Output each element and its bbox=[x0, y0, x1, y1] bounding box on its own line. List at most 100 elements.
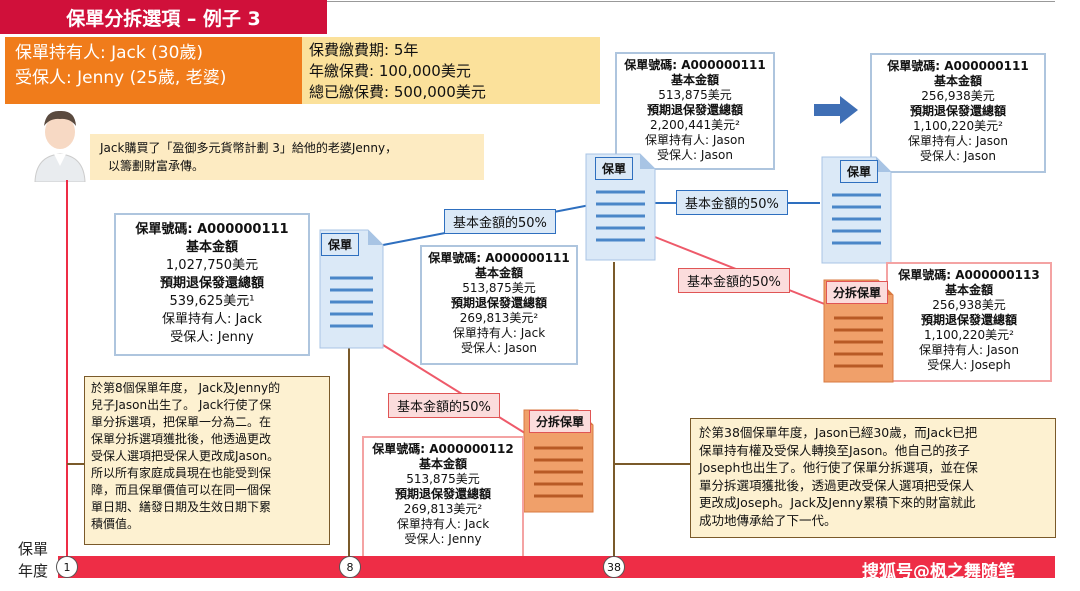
policy-holder: 保單持有人: Jason bbox=[919, 343, 1019, 357]
policy-card-111-before38: 保單號碼: A000000111 基本金額 513,875美元 預期退保發還總額… bbox=[615, 52, 775, 170]
insured-person: 受保人: Jason bbox=[657, 148, 733, 162]
surrender-value: 2,200,441美元² bbox=[650, 118, 740, 132]
sum-assured-value: 256,938美元 bbox=[932, 298, 1006, 312]
split-policy-doc-label: 分拆保單 bbox=[529, 410, 592, 433]
note-line: 保單分拆選項獲批後，他透過更改 bbox=[91, 432, 272, 446]
sum-assured-label: 基本金額 bbox=[944, 283, 993, 297]
surrender-label: 預期退保發還總額 bbox=[450, 296, 547, 310]
note-line: 單日期、繕發日期及生效日期下累 bbox=[91, 500, 272, 514]
note-line: 更改成Joseph。Jack及Jenny累積下來的財富就此 bbox=[699, 495, 976, 510]
insured-person: 受保人: Jason bbox=[920, 149, 996, 163]
policy-holder: 保單持有人: Jack bbox=[162, 312, 262, 327]
surrender-value: 1,100,220美元² bbox=[924, 328, 1014, 342]
policy-holder: 保單持有人: Jack bbox=[452, 326, 546, 340]
policy-number: 保單號碼: A000000111 bbox=[135, 222, 289, 237]
note-line: 成功地傳承給了下一代。 bbox=[699, 512, 837, 528]
policy-doc-label: 保單 bbox=[321, 233, 360, 256]
note-line: 積價值。 bbox=[91, 517, 140, 531]
surrender-label: 預期退保發還總額 bbox=[646, 103, 743, 117]
policy-holder: 保單持有人: Jason bbox=[908, 134, 1008, 148]
insured-line: 受保人: Jenny (25歲, 老婆) bbox=[15, 68, 227, 88]
premium-info-box: 保費繳費期: 5年 年繳保費: 100,000美元 總已繳保費: 500,000… bbox=[302, 37, 600, 104]
policy-card-112: 保單號碼: A000000112 基本金額 513,875美元 預期退保發還總額… bbox=[362, 436, 524, 558]
surrender-value: 539,625美元¹ bbox=[169, 294, 255, 309]
policy-doc-label: 保單 bbox=[840, 160, 879, 183]
policy-document-icon bbox=[821, 156, 892, 264]
surrender-label: 預期退保發還總額 bbox=[394, 487, 491, 501]
sum-assured-value: 513,875美元 bbox=[462, 281, 536, 295]
note-line: 保單持有權及受保人轉換至Jason。他自己的孩子 bbox=[699, 442, 970, 458]
sum-assured-value: 256,938美元 bbox=[921, 89, 995, 103]
sum-assured-value: 513,875美元 bbox=[658, 88, 732, 102]
note-line: 所以所有家庭成員現在也能受到保 bbox=[91, 466, 272, 480]
year-node-1: 1 bbox=[56, 556, 78, 578]
policy-card-111-after38: 保單號碼: A000000111 基本金額 256,938美元 預期退保發還總額… bbox=[870, 53, 1046, 173]
year8-note: 於第8個保單年度， Jack及Jenny的 兒子Jason出生了。 Jack行使… bbox=[84, 376, 330, 545]
sum-assured-label: 基本金額 bbox=[474, 266, 523, 280]
half-sum-tag-blue: 基本金額的50% bbox=[676, 190, 788, 215]
policy-holder: 保單持有人: Jason bbox=[645, 133, 745, 147]
year-node-8: 8 bbox=[339, 556, 361, 578]
arrow-right-icon bbox=[814, 96, 858, 124]
story-callout: Jack購買了「盈御多元貨幣計劃 3」給他的老婆Jenny， 以籌劃財富承傳。 bbox=[90, 134, 484, 180]
half-sum-tag-blue: 基本金額的50% bbox=[444, 209, 556, 234]
note-line: Joseph也出生了。他行使了保單分拆選項，並在保 bbox=[699, 460, 978, 475]
policy-number: 保單號碼: A000000111 bbox=[887, 59, 1029, 73]
surrender-value: 1,100,220美元² bbox=[913, 119, 1003, 133]
holder-info-box: 保單持有人: Jack (30歲) 受保人: Jenny (25歲, 老婆) bbox=[5, 37, 302, 104]
note-line: 障，而且保單價值可以在同一個保 bbox=[91, 483, 272, 497]
page-title: 保單分拆選項 – 例子 3 bbox=[0, 0, 327, 34]
sum-assured-label: 基本金額 bbox=[670, 73, 719, 87]
policy-card-original: 保單號碼: A000000111 基本金額 1,027,750美元 預期退保發還… bbox=[114, 213, 310, 356]
axis-label-line2: 年度 bbox=[18, 562, 49, 580]
watermark: 搜狐号@枫之舞随笔 bbox=[862, 562, 1015, 582]
story-line: Jack購買了「盈御多元貨幣計劃 3」給他的老婆Jenny， bbox=[100, 141, 398, 155]
half-sum-tag-red: 基本金額的50% bbox=[678, 268, 790, 293]
sum-assured-value: 1,027,750美元 bbox=[165, 258, 259, 273]
half-sum-tag-red: 基本金額的50% bbox=[388, 393, 500, 418]
policy-holder: 保單持有人: Jack bbox=[396, 517, 490, 531]
title-divider bbox=[327, 1, 1055, 2]
sum-assured-label: 基本金額 bbox=[418, 457, 467, 471]
insured-person: 受保人: Jason bbox=[461, 341, 537, 355]
surrender-value: 269,813美元² bbox=[459, 311, 539, 325]
policy-number: 保單號碼: A000000112 bbox=[372, 442, 514, 456]
year-node-38: 38 bbox=[603, 556, 625, 578]
holder-line: 保單持有人: Jack (30歲) bbox=[15, 43, 204, 63]
premium-term: 保費繳費期: 5年 bbox=[309, 41, 419, 59]
surrender-label: 預期退保發還總額 bbox=[909, 104, 1006, 118]
sum-assured-label: 基本金額 bbox=[933, 74, 982, 88]
note-line: 於第8個保單年度， Jack及Jenny的 bbox=[91, 381, 281, 395]
insured-person: 受保人: Joseph bbox=[927, 358, 1011, 372]
policy-document-icon bbox=[319, 229, 384, 349]
policy-number: 保單號碼: A000000111 bbox=[428, 251, 570, 265]
sum-assured-label: 基本金額 bbox=[185, 240, 238, 255]
note-line: 受保人選項把受保人更改成Jason。 bbox=[91, 449, 280, 463]
note-line: 單分拆選項獲批後，透過更改受保人選項把受保人 bbox=[699, 477, 975, 493]
surrender-label: 預期退保發還總額 bbox=[920, 313, 1017, 327]
note-line: 兒子Jason出生了。 Jack行使了保 bbox=[91, 398, 272, 412]
policy-card-111-year8: 保單號碼: A000000111 基本金額 513,875美元 預期退保發還總額… bbox=[420, 245, 578, 365]
policy-year-timeline bbox=[58, 556, 1055, 578]
note-line: 於第38個保單年度，Jason已經30歲，而Jack已把 bbox=[699, 425, 978, 440]
axis-label-line1: 保單 bbox=[18, 540, 49, 558]
split-policy-document-icon bbox=[823, 279, 894, 383]
annual-premium: 年繳保費: 100,000美元 bbox=[309, 62, 471, 80]
sum-assured-value: 513,875美元 bbox=[406, 472, 480, 486]
policy-document-icon bbox=[585, 153, 656, 261]
policy-number: 保單號碼: A000000113 bbox=[898, 268, 1040, 282]
insured-person: 受保人: Jenny bbox=[170, 330, 254, 345]
note-line: 單分拆選項，把保單一分為二。在 bbox=[91, 415, 272, 429]
story-line: 以籌劃財富承傳。 bbox=[108, 159, 205, 173]
person-avatar bbox=[34, 110, 86, 182]
surrender-label: 預期退保發還總額 bbox=[159, 276, 264, 291]
policy-card-113: 保單號碼: A000000113 基本金額 256,938美元 預期退保發還總額… bbox=[886, 262, 1052, 382]
split-policy-document-icon bbox=[523, 409, 594, 513]
policy-number: 保單號碼: A000000111 bbox=[624, 58, 766, 72]
split-policy-doc-label: 分拆保單 bbox=[826, 281, 889, 304]
year38-note: 於第38個保單年度，Jason已經30歲，而Jack已把 保單持有權及受保人轉換… bbox=[690, 418, 1056, 538]
policy-doc-label: 保單 bbox=[595, 157, 634, 180]
surrender-value: 269,813美元² bbox=[403, 502, 483, 516]
total-premium: 總已繳保費: 500,000美元 bbox=[309, 83, 486, 101]
insured-person: 受保人: Jenny bbox=[404, 532, 482, 546]
